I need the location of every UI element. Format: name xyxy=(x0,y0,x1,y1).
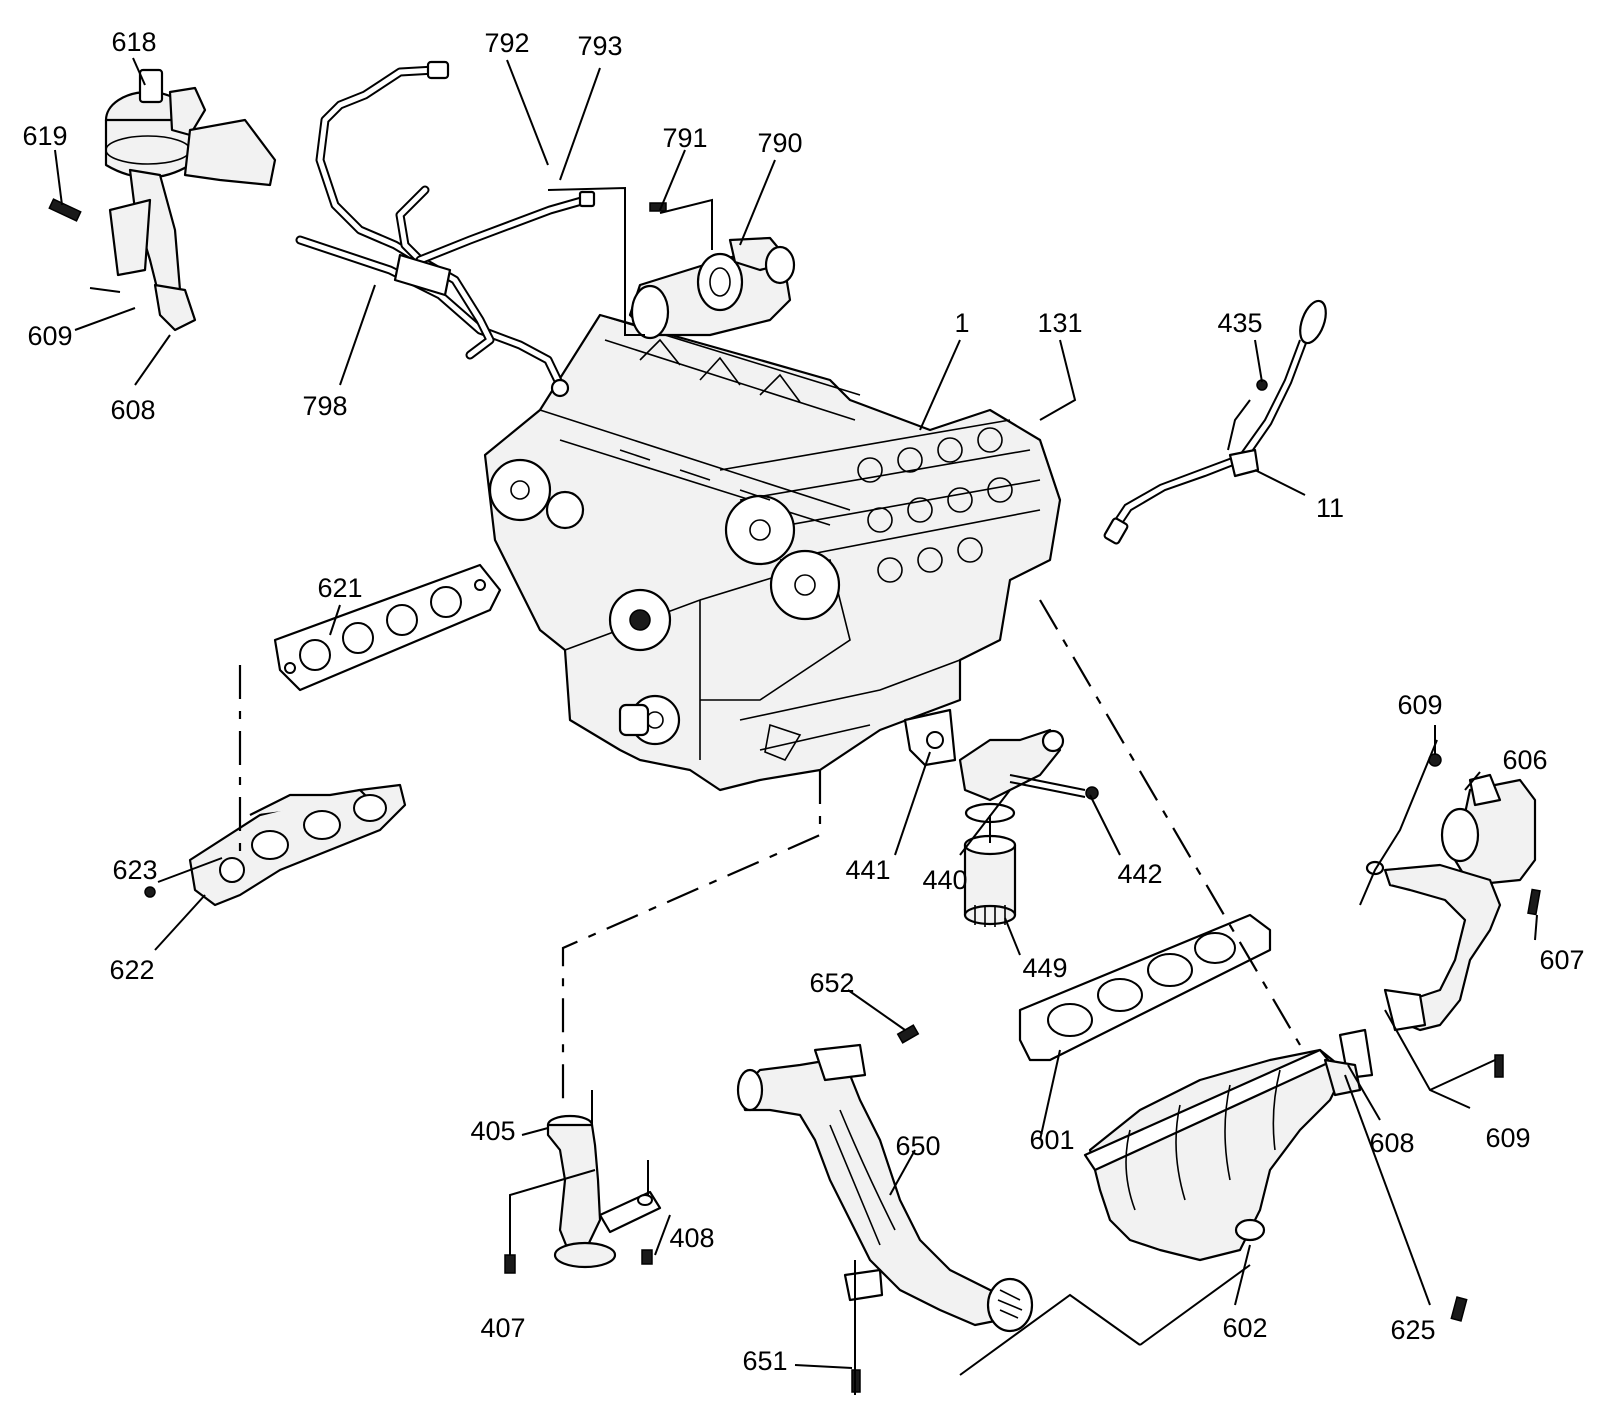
exhaust-crossover-pipe xyxy=(736,1024,1034,1393)
callout-622: 622 xyxy=(109,955,154,985)
wiring-harness xyxy=(295,60,596,398)
callout-440: 440 xyxy=(922,865,967,895)
oil-pump-pickup xyxy=(504,1114,662,1274)
callout-608-right: 608 xyxy=(1369,1128,1414,1158)
callout-650: 650 xyxy=(895,1131,940,1161)
callout-441: 441 xyxy=(845,855,890,885)
callout-606: 606 xyxy=(1502,745,1547,775)
callout-labels: 618 619 609 608 792 793 791 790 798 1 13… xyxy=(22,27,1584,1376)
callout-131: 131 xyxy=(1037,308,1082,338)
secondary-air-pump-right xyxy=(1365,753,1541,1078)
callout-601: 601 xyxy=(1029,1125,1074,1155)
leader-lines xyxy=(54,57,1538,1395)
alignment-lines xyxy=(238,599,1301,1110)
callout-618: 618 xyxy=(111,27,156,57)
callout-449: 449 xyxy=(1022,953,1067,983)
callout-623: 623 xyxy=(112,855,157,885)
callout-442: 442 xyxy=(1117,859,1162,889)
callout-602: 602 xyxy=(1222,1313,1267,1343)
callout-1: 1 xyxy=(954,308,969,338)
callout-652: 652 xyxy=(809,968,854,998)
secondary-air-pump-left xyxy=(48,68,277,332)
callout-798: 798 xyxy=(302,391,347,421)
exhaust-manifold-left xyxy=(144,783,407,907)
callout-607: 607 xyxy=(1539,945,1584,975)
engine-block xyxy=(483,313,1062,792)
callout-407: 407 xyxy=(480,1313,525,1343)
starter-motor xyxy=(628,202,796,340)
callout-608-left: 608 xyxy=(110,395,155,425)
oil-filter-adapter xyxy=(903,708,1099,927)
callout-11: 11 xyxy=(1316,493,1344,523)
callout-408: 408 xyxy=(669,1223,714,1253)
callout-435: 435 xyxy=(1217,308,1262,338)
callout-609-right-top: 609 xyxy=(1397,690,1442,720)
callout-793: 793 xyxy=(577,31,622,61)
callout-791: 791 xyxy=(662,123,707,153)
exhaust-manifold-right xyxy=(1083,1048,1468,1322)
callout-405: 405 xyxy=(470,1116,515,1146)
callout-625: 625 xyxy=(1390,1315,1435,1345)
exhaust-gasket-left xyxy=(273,563,502,692)
callout-621: 621 xyxy=(317,573,362,603)
oil-dipstick xyxy=(1103,299,1327,545)
callout-619: 619 xyxy=(22,121,67,151)
callout-609-left: 609 xyxy=(27,321,72,351)
callout-651: 651 xyxy=(742,1346,787,1376)
callout-790: 790 xyxy=(757,128,802,158)
callout-792: 792 xyxy=(484,28,529,58)
exhaust-gasket-right xyxy=(1018,913,1374,1080)
callout-609-right-bottom: 609 xyxy=(1485,1123,1530,1153)
